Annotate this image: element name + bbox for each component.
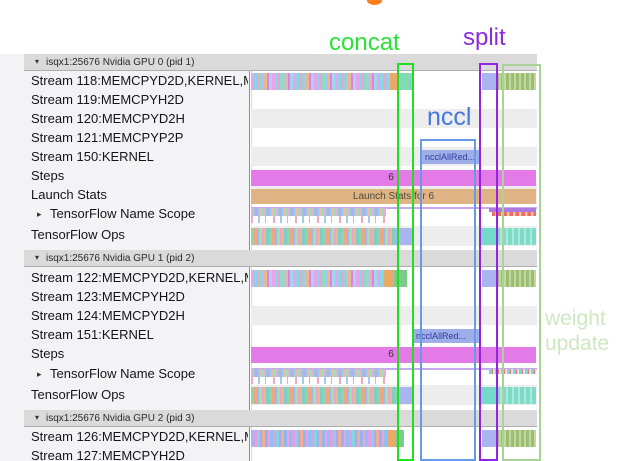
collapse-arrow-icon[interactable]: ▾	[35, 413, 40, 422]
track-label-tf-name-scope[interactable]: TensorFlow Name Scope	[50, 206, 196, 221]
steps-bar[interactable]: 6	[251, 347, 536, 363]
weight-update-line1: weight	[545, 307, 606, 330]
concat-annotation-box	[397, 63, 414, 461]
track-label-steps: Steps	[31, 346, 65, 361]
tf-ops-events[interactable]	[251, 387, 397, 404]
track-label-stream122: Stream 122:MEMCPYD2D,KERNEL,MI	[31, 270, 248, 285]
trace-events-stream126[interactable]	[251, 430, 388, 447]
track-label-stream126: Stream 126:MEMCPYD2D,KERNEL,MI	[31, 429, 248, 444]
track-label-stream119: Stream 119:MEMCPYH2D	[31, 92, 184, 107]
name-scope-baseline	[251, 207, 537, 209]
tf-ops-events[interactable]	[251, 228, 396, 245]
name-scope-nested-events[interactable]	[251, 216, 386, 223]
trace-events-weight-update[interactable]	[496, 430, 536, 447]
track-label-tf-name-scope[interactable]: TensorFlow Name Scope	[50, 366, 196, 381]
nccl-allreduce-event[interactable]: ncclAllRed...	[421, 150, 480, 164]
name-scope-nested-events[interactable]	[251, 377, 386, 384]
step-number: 6	[388, 349, 394, 360]
track-label-stream123: Stream 123:MEMCPYH2D	[31, 289, 185, 304]
process-header-gpu2[interactable]: ▾ isqx1:25676 Nvidia GPU 2 (pid 3)	[24, 410, 537, 427]
trace-event-split[interactable]	[482, 270, 496, 287]
trace-event-orange[interactable]	[384, 270, 394, 287]
trace-event-split[interactable]	[482, 430, 496, 447]
name-scope-nested-right[interactable]	[492, 212, 536, 216]
tf-ops-events-right[interactable]	[496, 387, 536, 404]
tf-ops-event-blue[interactable]	[396, 228, 413, 245]
weight-update-annotation-label: weight update	[545, 306, 609, 356]
name-scope-event-right[interactable]	[489, 369, 536, 374]
expand-arrow-icon[interactable]: ▸	[37, 209, 42, 219]
split-annotation-box	[479, 63, 498, 461]
weight-update-annotation-box	[502, 64, 541, 461]
process-header-gpu1[interactable]: ▾ isqx1:25676 Nvidia GPU 1 (pid 2)	[24, 250, 537, 267]
tf-ops-event-teal[interactable]	[480, 387, 496, 404]
nccl-annotation-box	[420, 139, 476, 461]
track-label-stream120: Stream 120:MEMCPYD2H	[31, 111, 185, 126]
steps-bar[interactable]: 6	[251, 170, 536, 186]
trace-events-weight-update[interactable]	[496, 270, 536, 287]
name-scope-event-right[interactable]	[489, 208, 536, 212]
track-label-stream118: Stream 118:MEMCPYD2D,KERNEL,ME	[31, 73, 248, 88]
concat-annotation-label: concat	[329, 29, 400, 56]
weight-update-line2: update	[545, 332, 610, 355]
track-label-tf-ops: TensorFlow Ops	[31, 387, 125, 402]
process-header-label: isqx1:25676 Nvidia GPU 2 (pid 3)	[46, 413, 195, 424]
track-label-stream150: Stream 150:KERNEL	[31, 149, 154, 164]
trace-event-split[interactable]	[482, 73, 496, 90]
trace-events-weight-update[interactable]	[496, 73, 536, 90]
launch-stats-bar[interactable]: Launch Stats for 6	[251, 189, 536, 204]
process-header-gpu0[interactable]: ▾ isqx1:25676 Nvidia GPU 0 (pid 1)	[24, 54, 537, 71]
name-scope-events[interactable]	[251, 369, 386, 377]
clipped-orange-annotation	[367, 0, 382, 5]
row-stripe	[251, 109, 537, 128]
trace-event-orange[interactable]	[388, 430, 396, 447]
track-label-stream127: Stream 127:MEMCPYH2D	[31, 448, 185, 461]
track-label-tf-ops: TensorFlow Ops	[31, 227, 125, 242]
row-stripe	[251, 306, 537, 325]
process-header-label: isqx1:25676 Nvidia GPU 1 (pid 2)	[46, 253, 195, 264]
step-number: 6	[388, 172, 394, 183]
track-label-stream124: Stream 124:MEMCPYD2H	[31, 308, 185, 323]
tf-ops-event-blue[interactable]	[397, 387, 412, 404]
track-label-stream151: Stream 151:KERNEL	[31, 327, 154, 342]
tf-ops-events-right[interactable]	[496, 228, 536, 245]
nccl-annotation-label: nccl	[427, 103, 472, 131]
collapse-arrow-icon[interactable]: ▾	[35, 57, 40, 66]
nccl-allreduce-event[interactable]: ncclAllRed...	[412, 329, 479, 343]
track-label-steps: Steps	[31, 168, 65, 183]
trace-events-stream122[interactable]	[251, 270, 384, 287]
expand-arrow-icon[interactable]: ▸	[37, 369, 42, 379]
trace-event-orange[interactable]	[390, 73, 399, 90]
name-scope-events[interactable]	[251, 208, 386, 216]
collapse-arrow-icon[interactable]: ▾	[35, 253, 40, 262]
trace-events-stream118[interactable]	[251, 73, 390, 90]
trace-event-concat[interactable]	[396, 430, 404, 447]
trace-event-concat[interactable]	[399, 73, 413, 90]
tf-ops-event-teal[interactable]	[480, 228, 496, 245]
track-label-stream121: Stream 121:MEMCPYP2P	[31, 130, 184, 145]
name-scope-baseline	[251, 368, 537, 370]
process-header-label: isqx1:25676 Nvidia GPU 0 (pid 1)	[46, 57, 195, 68]
split-annotation-label: split	[463, 24, 506, 51]
track-label-launch-stats: Launch Stats	[31, 187, 107, 202]
